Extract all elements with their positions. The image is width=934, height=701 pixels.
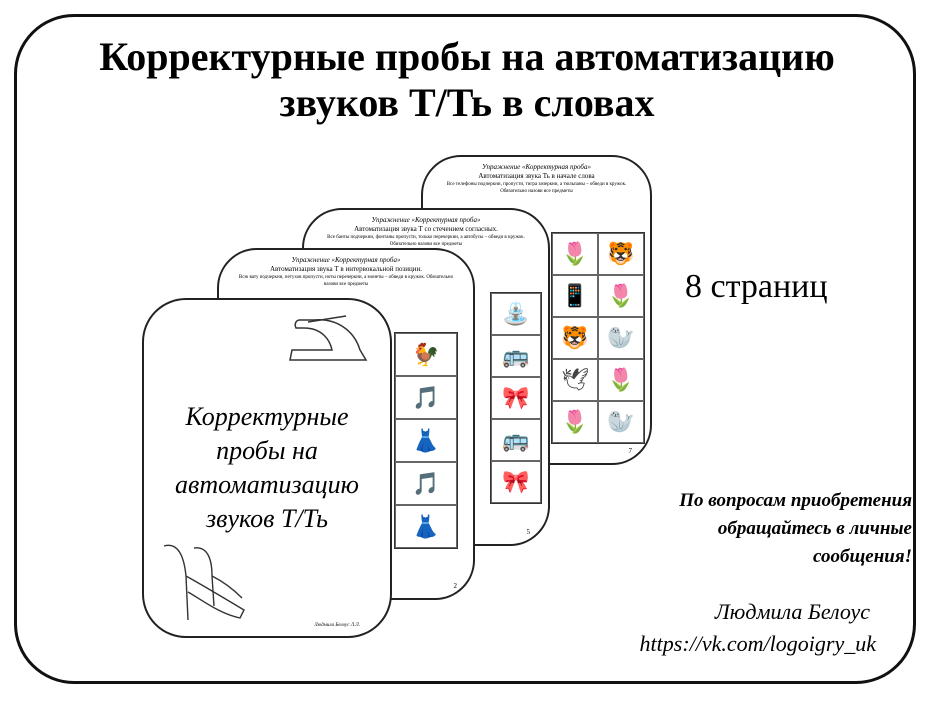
skirt-icon: 👗 [395, 505, 457, 548]
title-line-1: Корректурные пробы на автоматизацию [99, 34, 835, 79]
tulip-icon: 🌷 [598, 275, 644, 317]
cover-title: Корректурные пробы на автоматизацию звук… [144, 400, 390, 536]
picture-grid: ⛲ 🚌 🎀 🚌 🎀 [490, 292, 542, 504]
seal-icon: 🦭 [598, 401, 644, 443]
tulip-icon: 🌷 [552, 233, 598, 275]
contact-note: По вопросам приобретения обращайтесь в л… [592, 487, 912, 571]
bow-icon: 🎀 [491, 377, 541, 419]
fountain-icon: ⛲ [491, 293, 541, 335]
sheet-header: Упражнение «Корректурная проба» [482, 163, 591, 171]
skirt-icon: 👗 [395, 419, 457, 462]
contact-line-1: По вопросам приобретения [679, 490, 912, 511]
cover-line-2: пробы на [216, 436, 318, 465]
sheet-header: Упражнение «Корректурная проба» [291, 256, 401, 264]
page-number: 2 [453, 582, 458, 590]
sheet-subheader: Автоматизация звука Т со стечением согла… [354, 225, 498, 233]
page-number: 5 [526, 528, 531, 536]
cover-line-3: автоматизацию [175, 470, 359, 499]
sheet-header: Упражнение «Корректурная проба» [371, 216, 481, 224]
bow-icon: 🎀 [491, 461, 541, 503]
title-line-2: звуков Т/Ть в словах [279, 80, 655, 125]
sheet-instructions: Все банты подчеркни, фонтаны пропусти, т… [327, 235, 525, 247]
pages-count: 8 страниц [685, 268, 828, 305]
author-block: Людмила Белоус https://vk.com/logoigry_u… [570, 596, 876, 660]
rooster-icon: 🐓 [395, 333, 457, 376]
picture-grid: 🐓 🎵 👗 🎵 👗 [394, 332, 458, 549]
seal-icon: 🦭 [598, 317, 644, 359]
cover-line-1: Корректурные [185, 402, 349, 431]
rounded-frame [14, 14, 916, 684]
music-note-icon: 🎵 [395, 462, 457, 505]
shoes-icon [163, 544, 245, 621]
picture-grid: 🌷🐯 📱🌷 🐯🦭 🕊🌷 🌷🦭 [551, 232, 645, 444]
page-number: 7 [628, 447, 633, 455]
sheet-subheader: Автоматизация звука Т в интервокальной п… [269, 265, 423, 273]
sheet-subheader: Автоматизация звука Ть в начале слова [478, 172, 595, 180]
tiger-icon: 🐯 [552, 317, 598, 359]
page-title: Корректурные пробы на автоматизацию звук… [0, 34, 934, 126]
cover-signature: Людмила Белоус Л.Л. [314, 623, 360, 628]
contact-line-2: обращайтесь в личные [717, 518, 912, 539]
tiger-icon: 🐯 [598, 233, 644, 275]
cover-sheet: Корректурные пробы на автоматизацию звук… [142, 298, 392, 638]
tulip-icon: 🌷 [552, 401, 598, 443]
music-note-icon: 🎵 [395, 376, 457, 419]
bus-icon: 🚌 [491, 419, 541, 461]
bird-icon: 🕊 [552, 359, 598, 401]
bus-icon: 🚌 [491, 335, 541, 377]
cover-line-4: звуков Т/Ть [206, 504, 328, 533]
sheet-instructions: Все телефоны подчеркни, пропусти, тигра … [446, 182, 627, 194]
tulip-icon: 🌷 [598, 359, 644, 401]
contact-line-3: сообщения! [813, 546, 912, 567]
author-name: Людмила Белоус [714, 599, 870, 624]
author-link[interactable]: https://vk.com/logoigry_uk [639, 631, 876, 656]
sheet-instructions: Всю вату подчеркни, петухов пропусти, но… [238, 275, 454, 287]
phone-icon: 📱 [552, 275, 598, 317]
iron-icon [289, 315, 368, 361]
